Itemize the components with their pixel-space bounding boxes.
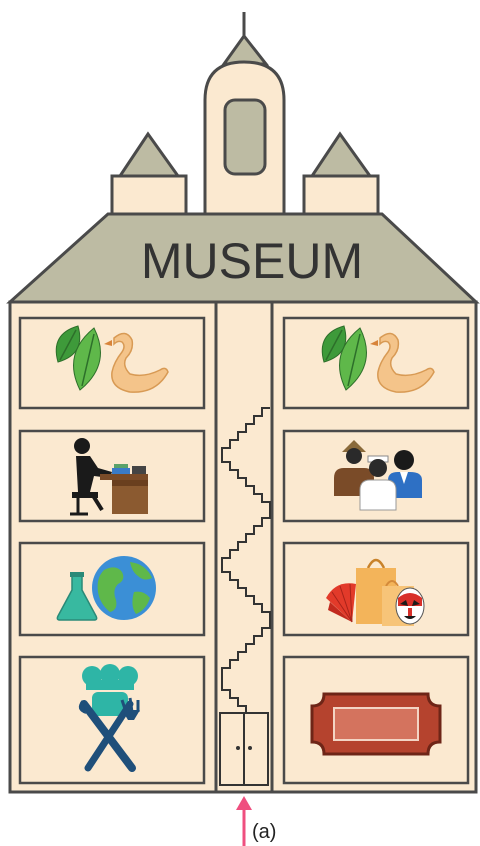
entrance-label: (a) xyxy=(252,821,276,843)
frame-sign-icon xyxy=(312,694,440,754)
door-icon xyxy=(220,713,268,785)
right-turret xyxy=(304,134,378,216)
museum-title: MUSEUM xyxy=(141,233,363,289)
left-turret xyxy=(112,134,186,216)
room-left-1 xyxy=(20,318,204,408)
tower xyxy=(205,12,284,214)
room-right-1 xyxy=(284,318,468,408)
tower-window xyxy=(225,100,265,174)
entrance-marker: (a) xyxy=(236,796,276,846)
